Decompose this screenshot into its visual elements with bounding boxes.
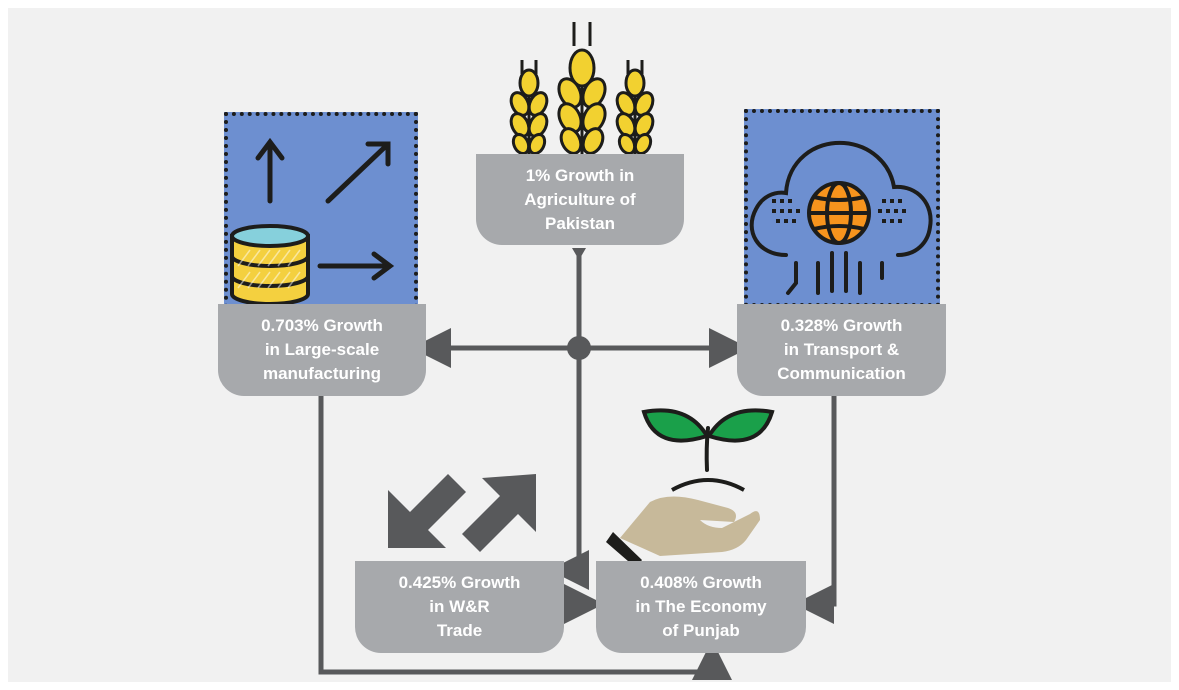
diagram-canvas: 1% Growth in Agriculture of Pakistan 0.7… [8, 8, 1171, 682]
agriculture-stem-cap [572, 248, 586, 260]
trade-line-3: Trade [436, 621, 483, 640]
transport-line-2: in Transport & [783, 340, 900, 359]
connector-lines [318, 248, 837, 680]
database-growth-icon [230, 137, 395, 306]
connector-transport-to-punjab [794, 396, 837, 624]
manufacturing-icon-tile [224, 112, 418, 308]
manufacturing-line-1: 0.703% Growth [261, 316, 383, 335]
trade-line-1: 0.425% Growth [398, 573, 521, 592]
cloud-globe-icon [749, 140, 933, 295]
hub-node [567, 336, 591, 360]
punjab-growth-box: 0.408% Growth in The Economy of Punjab [596, 561, 806, 653]
connector-agriculture-to-trade [549, 248, 589, 590]
punjab-line-1: 0.408% Growth [640, 573, 762, 592]
manufacturing-line-3: manufacturing [262, 364, 382, 383]
punjab-line-2: in The Economy [635, 597, 767, 616]
transport-icon-tile [744, 109, 940, 307]
transport-line-3: Communication [777, 364, 906, 383]
transport-line-1: 0.328% Growth [780, 316, 903, 335]
punjab-line-3: of Punjab [662, 621, 740, 640]
trade-growth-box: 0.425% Growth in W&R Trade [355, 561, 564, 653]
transport-growth-box: 0.328% Growth in Transport & Communicati… [737, 304, 946, 396]
connector-manufacturing-to-punjab [318, 396, 732, 680]
agriculture-line-1: 1% Growth in [525, 165, 635, 185]
manufacturing-growth-box: 0.703% Growth in Large-scale manufacturi… [218, 304, 426, 396]
agriculture-growth-box: 1% Growth in Agriculture of Pakistan [476, 154, 684, 245]
manufacturing-line-2: in Large-scale [264, 340, 380, 359]
trade-line-2: in W&R [429, 597, 490, 616]
agriculture-line-2: Agriculture of [524, 189, 636, 209]
agriculture-line-3: Pakistan [545, 213, 615, 233]
